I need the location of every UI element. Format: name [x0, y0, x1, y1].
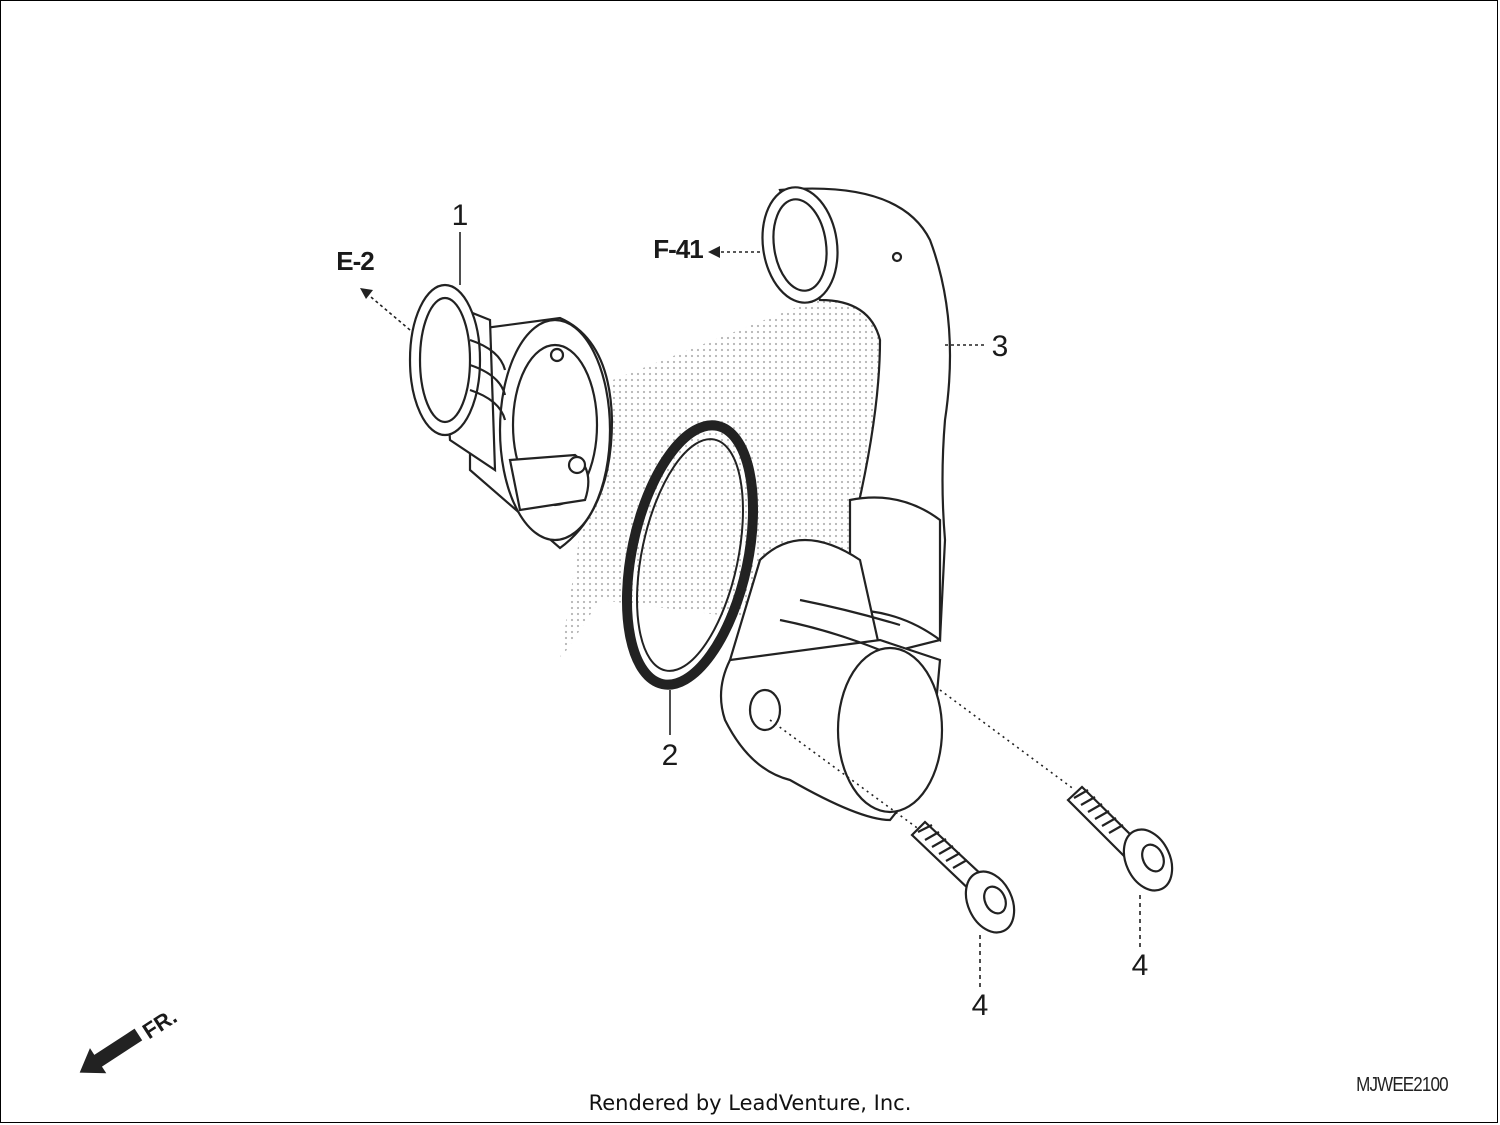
front-label: FR. — [138, 1004, 181, 1044]
reference-f41[interactable]: F-41 — [653, 234, 704, 264]
front-arrow-icon — [79, 1028, 143, 1074]
o-ring-part[interactable] — [606, 414, 774, 696]
f41-arrow-icon — [708, 246, 720, 258]
leader-lines — [364, 232, 1141, 990]
front-direction-indicator: FR. — [79, 1004, 181, 1074]
thermostat-part[interactable] — [408, 283, 614, 550]
callout-1: 1 — [452, 199, 469, 232]
callout-4-bolt-b: 4 — [1132, 949, 1149, 982]
thermostat-housing-part[interactable] — [719, 182, 952, 822]
callout-2: 2 — [662, 739, 679, 772]
diagram-code: MJWEE2100 — [1356, 1074, 1448, 1096]
callout-3: 3 — [992, 330, 1009, 363]
callout-4-bolt-a: 4 — [972, 989, 989, 1022]
bolt-part-a[interactable] — [910, 820, 1023, 940]
reference-arrows — [360, 246, 720, 299]
bolt-part-b[interactable] — [1066, 785, 1181, 898]
e2-arrow-icon — [360, 288, 373, 299]
reference-e2[interactable]: E-2 — [336, 246, 375, 276]
footer-credit: Rendered by LeadVenture, Inc. — [588, 1091, 912, 1115]
